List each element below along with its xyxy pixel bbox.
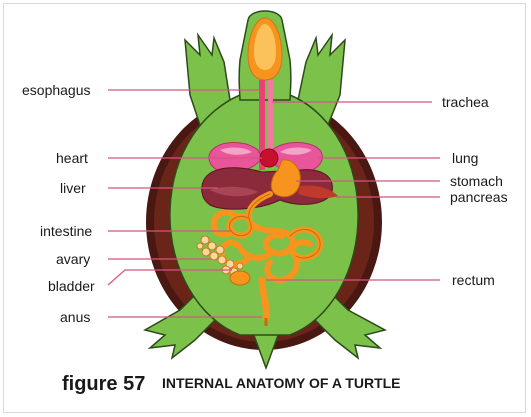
label-trachea: trachea (442, 94, 489, 110)
label-intestine: intestine (40, 223, 92, 239)
label-pancreas: pancreas (450, 189, 508, 205)
label-liver: liver (60, 180, 86, 196)
trachea-tube (268, 80, 273, 150)
label-avary: avary (56, 251, 90, 267)
label-bladder: bladder (48, 278, 95, 294)
heart-organ (260, 149, 278, 167)
label-rectum: rectum (452, 272, 495, 288)
figure-number: figure 57 (62, 373, 145, 395)
bladder-organ (230, 271, 250, 285)
label-heart: heart (56, 150, 88, 166)
label-stomach: stomach (450, 173, 503, 189)
label-anus: anus (60, 309, 90, 325)
label-lung: lung (452, 150, 478, 166)
figure-title: INTERNAL ANATOMY OF A TURTLE (162, 375, 401, 391)
label-esophagus: esophagus (22, 82, 91, 98)
